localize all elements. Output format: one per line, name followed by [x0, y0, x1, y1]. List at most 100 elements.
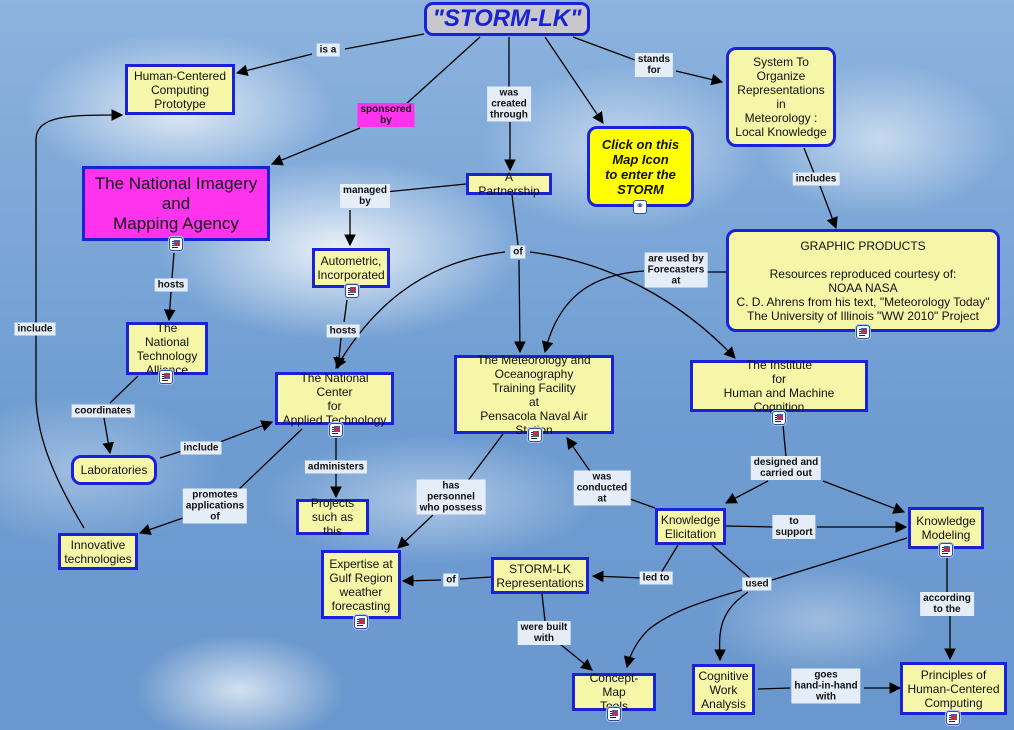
link-label-was-conducted-at: was conducted at: [573, 470, 631, 506]
link-led-to-1: [660, 544, 679, 574]
document-icon[interactable]: [169, 237, 183, 251]
link-of-1: [511, 194, 519, 246]
link-sponsored-1: [404, 36, 481, 106]
node-partnership[interactable]: A Partnership: [466, 170, 552, 198]
link-label-are-used-by: are used by Forecasters at: [644, 252, 708, 288]
storm-lk-title: "STORM-LK": [424, 2, 590, 36]
link-label-hosts: hosts: [326, 324, 360, 338]
link-label-according-to: according to the: [920, 592, 974, 616]
link-designed-1: [782, 424, 787, 458]
node-ncat[interactable]: The National Center for Applied Technolo…: [275, 371, 394, 427]
link-coord-2: [102, 417, 114, 455]
link-label-include: include: [14, 322, 56, 336]
link-label-sponsored-by: sponsored by: [357, 103, 415, 127]
link-personnel-2: [397, 514, 434, 549]
link-designed-2: [724, 480, 769, 504]
node-ihmc[interactable]: The Institute for Human and Machine Cogn…: [690, 358, 868, 414]
link-label-of: of: [510, 245, 526, 259]
node-autometric[interactable]: Autometric, Incorporated: [312, 248, 390, 288]
node-nima[interactable]: The National Imagery and Mapping Agency: [82, 166, 270, 241]
link-label-includes: includes: [792, 172, 840, 186]
link-of-exp-2: [401, 574, 442, 587]
link-include-labs-2: [219, 420, 274, 443]
node-expertise[interactable]: Expertise at Gulf Region weather forecas…: [321, 550, 401, 619]
document-icon[interactable]: [939, 543, 953, 557]
link-label-stands-for: stands for: [634, 53, 674, 77]
link-built-2: [559, 643, 593, 671]
link-hosts-auto-1: [343, 299, 348, 323]
node-storm-lk-representations[interactable]: STORM-LK Representations: [491, 557, 589, 594]
link-is-a-1: [344, 33, 425, 50]
node-laboratories[interactable]: Laboratories: [71, 455, 157, 485]
link-of-ncat: [335, 251, 506, 370]
link-conducted-2: [566, 437, 593, 475]
link-label-promotes: promotes applications of: [182, 488, 248, 524]
link-promotes-2: [138, 517, 184, 536]
link-hosts-auto-2: [333, 337, 345, 370]
node-motf[interactable]: The Meteorology and Oceanography Trainin…: [454, 353, 614, 437]
link-stands-1: [572, 36, 636, 61]
link-include-left: [35, 109, 124, 529]
document-icon[interactable]: [159, 370, 173, 384]
link-label-of: of: [443, 573, 459, 587]
link-label-coordinates: coordinates: [71, 404, 135, 418]
node-nta[interactable]: The National Technology Alliance: [126, 321, 208, 377]
node-graphic-products[interactable]: GRAPHIC PRODUCTS Resources reproduced co…: [726, 229, 1000, 332]
link-label-used: used: [742, 577, 772, 591]
document-icon[interactable]: [607, 707, 621, 721]
link-label-were-built-with: were built with: [517, 621, 571, 645]
link-hosts-nima-2: [163, 291, 176, 322]
link-label-is-a: is a: [316, 43, 340, 57]
link-label-to-support: to support: [772, 515, 816, 539]
node-knowledge-modeling[interactable]: Knowledge Modeling: [908, 507, 984, 549]
document-icon[interactable]: [329, 423, 343, 437]
link-of-ihmc: [529, 251, 736, 359]
link-used-cwa: [714, 591, 749, 662]
link-coord-1: [109, 375, 139, 404]
document-icon[interactable]: [354, 615, 368, 629]
link-used-2: [771, 537, 908, 581]
link-is-a-2: [235, 53, 313, 77]
link-click-map: [544, 36, 604, 124]
node-principles-hcc[interactable]: Principles of Human-Centered Computing: [900, 662, 1007, 715]
link-stands-2: [675, 70, 724, 86]
link-label-managed-by: managed by: [340, 184, 390, 208]
link-used-1: [711, 544, 751, 579]
link-includes-2: [819, 185, 838, 230]
link-promotes-1: [234, 428, 303, 494]
document-icon[interactable]: [946, 711, 960, 725]
link-hosts-nima-1: [171, 252, 175, 279]
link-label-was-created-through: was created through: [487, 86, 531, 122]
link-personnel-1: [466, 433, 504, 483]
node-cognitive-work-analysis[interactable]: Cognitive Work Analysis: [692, 664, 755, 715]
node-hcc-prototype[interactable]: Human-Centered Computing Prototype: [125, 64, 235, 115]
node-concept-map-tools[interactable]: Concept-Map Tools: [572, 671, 656, 713]
document-icon[interactable]: [856, 325, 870, 339]
node-click-map[interactable]: Click on this Map Icon to enter the STOR…: [587, 126, 694, 207]
node-innovative-technologies[interactable]: Innovative technologies: [58, 533, 138, 570]
node-knowledge-elicitation[interactable]: Knowledge Elicitation: [655, 508, 726, 545]
link-led-to-2: [591, 570, 643, 583]
link-label-led-to: led to: [639, 571, 673, 585]
link-of-exp-1: [459, 576, 492, 580]
link-include-labs-1: [159, 450, 183, 459]
link-hand-1: [757, 687, 791, 690]
link-of-2: [514, 259, 526, 354]
link-label-include: include: [180, 441, 222, 455]
link-sponsored-2: [270, 127, 361, 166]
document-icon[interactable]: [528, 428, 542, 442]
link-used-by-2: [541, 270, 645, 354]
concept-map-icon[interactable]: ⚭: [633, 200, 647, 214]
link-support-1: [725, 525, 774, 528]
link-used-cmt: [623, 589, 743, 669]
link-designed-3: [822, 480, 906, 514]
node-projects[interactable]: Projects such as this: [296, 496, 369, 538]
link-label-hosts: hosts: [154, 278, 188, 292]
link-built-1: [541, 593, 546, 622]
document-icon[interactable]: [772, 411, 786, 425]
document-icon[interactable]: [345, 284, 359, 298]
node-storm-acronym[interactable]: System To Organize Representations in Me…: [726, 47, 836, 147]
link-includes-1: [803, 147, 815, 174]
link-label-designed: designed and carried out: [750, 456, 822, 480]
